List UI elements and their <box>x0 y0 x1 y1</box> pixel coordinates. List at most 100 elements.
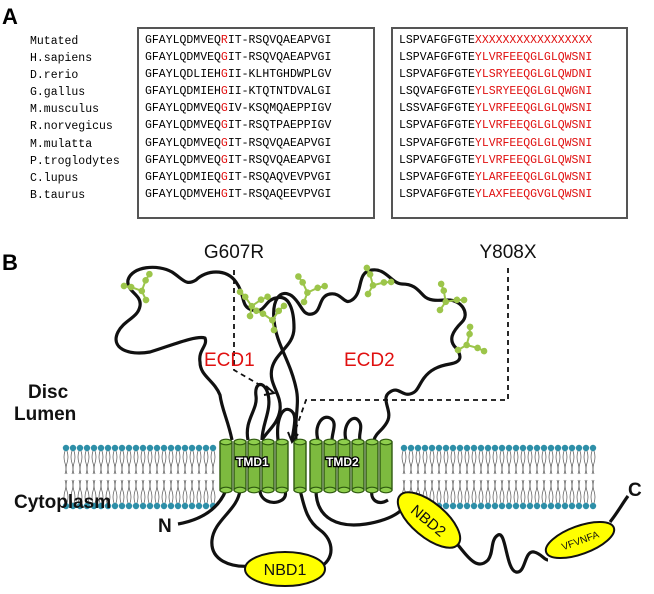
lipid-upper <box>146 444 154 475</box>
lipid-upper <box>76 444 84 475</box>
alignment-row-g607: GFAYLQDMVEQGIT-RSQVQAEAPVGI <box>145 49 373 66</box>
alignment-row-g607: GFAYLQDMVEQGIT-RSQVQAEAPVGI <box>145 152 373 169</box>
lipid-upper <box>132 444 140 475</box>
lumen-label: Lumen <box>14 404 76 425</box>
lipid-lower <box>512 479 520 510</box>
n-terminal-tail <box>177 489 228 526</box>
lipid-lower <box>477 479 485 510</box>
g607r-pointer <box>233 270 273 393</box>
lipid-upper <box>97 444 105 475</box>
mutation-residue: G <box>220 51 228 65</box>
tm-helix-cap <box>379 438 393 446</box>
seq-after: II-KLHTGHDWPLGV <box>227 68 332 82</box>
lipid-upper <box>484 444 492 475</box>
tm-helix-cap <box>351 486 365 494</box>
tm-helix-cap <box>293 486 307 494</box>
lipid-lower <box>526 479 534 510</box>
lipid-upper <box>69 444 77 475</box>
alignment-row-y808: LSPVAFGFGTEYLARFEEQGLGLQWSNI <box>399 169 626 186</box>
seq-after: IT-RSQTPAEPPIGV <box>227 119 332 133</box>
lipid-upper <box>414 444 422 475</box>
lipid-lower <box>575 479 583 510</box>
lipid-upper <box>442 444 450 475</box>
n-terminus-label: N <box>158 516 172 537</box>
lipid-lower <box>132 479 140 510</box>
tmd1-label: TMD1 <box>236 455 269 469</box>
species-name: H.sapiens <box>30 52 93 66</box>
tm-helix-cap <box>275 486 289 494</box>
seq-after: IT-RSQVQAEAPVGI <box>227 136 332 150</box>
lipid-lower <box>160 479 168 510</box>
seq-conserved: LSPVAFGFGTE <box>399 34 475 47</box>
seq-truncated: YLVRFEEQGLGLQWSNI <box>474 119 593 133</box>
species-name: R.norvegicus <box>30 120 113 134</box>
alignment-row-y808: LSSVAFGFGTEYLVRFEEQGLGLQWSNI <box>399 100 626 117</box>
mutation-label-g607r: G607R <box>204 242 264 263</box>
lipid-lower <box>442 479 450 510</box>
seq-conserved: LSPVAFGFGTE <box>399 170 475 184</box>
species-name: D.rerio <box>30 69 79 83</box>
seq-before: GFAYLQDMIEQ <box>145 170 221 184</box>
alignment-row-y808: LSQVAFGFGTEYLSRYEEQGLGLQWGNI <box>399 83 626 100</box>
seq-truncated: YLSRYEEQGLGLQWDNI <box>474 68 593 82</box>
alignment-row-g607: GFAYLQDMIEHGII-KTQTNTDVALGI <box>145 83 373 100</box>
seq-before: GFAYLQDMVEQ <box>145 136 221 150</box>
lipid-upper <box>519 444 527 475</box>
lipid-upper <box>561 444 569 475</box>
alignment-row-y808: LSPVAFGFGTEXXXXXXXXXXXXXXXXX <box>399 32 626 49</box>
seq-before: GFAYLQDLIEH <box>145 68 221 82</box>
mutation-residue: R <box>220 34 228 47</box>
c-terminus-label: C <box>628 480 642 501</box>
lipid-lower <box>449 479 457 510</box>
tm-helix-cap <box>219 438 233 446</box>
ecd2-small-loop-b <box>343 416 363 441</box>
seq-truncated: YLAXFEEQGVGLQWSNI <box>474 187 593 201</box>
lipid-upper <box>505 444 513 475</box>
species-name: C.lupus <box>30 171 79 185</box>
lipid-upper <box>435 444 443 475</box>
seq-before: GFAYLQDMIEH <box>145 85 221 99</box>
c-terminal-chain <box>456 495 630 574</box>
seq-after: IT-RSQVQAEAPVGI <box>227 153 332 167</box>
lipid-lower <box>111 479 119 510</box>
lipid-upper <box>568 444 576 475</box>
lipid-lower <box>146 479 154 510</box>
y808x-pointer <box>291 268 509 441</box>
lipid-lower <box>174 479 182 510</box>
ecd1-label: ECD1 <box>204 350 255 371</box>
tm-helix-cap <box>323 486 337 494</box>
motif-domain <box>544 520 616 560</box>
lipid-upper <box>174 444 182 475</box>
lipid-upper <box>125 444 133 475</box>
lipid-lower <box>139 479 147 510</box>
lipid-upper <box>512 444 520 475</box>
lipid-upper <box>533 444 541 475</box>
tm-helix-cap <box>219 486 233 494</box>
seq-after: IT-RSQVQAEAPVGI <box>227 51 332 65</box>
alignment-row-y808: LSPVAFGFGTEYLAXFEEQGVGLQWSNI <box>399 186 626 203</box>
tm-helix <box>275 441 289 491</box>
lipid-lower <box>125 479 133 510</box>
lipid-upper <box>160 444 168 475</box>
lipid-upper <box>209 444 217 475</box>
species-name: G.gallus <box>30 86 86 100</box>
alignment-row-g607: GFAYLQDMVEHGIT-RSQAQEEVPVGI <box>145 186 373 203</box>
ecd1-small-loop-b <box>276 407 297 441</box>
lipid-lower <box>554 479 562 510</box>
alignment-row-y808: LSPVAFGFGTEYLSRYEEQGLGLQWDNI <box>399 66 626 83</box>
cytoplasm-label: Cytoplasm <box>14 492 111 513</box>
lipid-lower <box>463 479 471 510</box>
lipid-lower <box>167 479 175 510</box>
seq-after: IT-RSQVQAEAPVGI <box>227 34 332 47</box>
lipid-upper <box>554 444 562 475</box>
lipid-upper <box>526 444 534 475</box>
lipid-upper <box>400 444 408 475</box>
tm-helix-cap <box>365 438 379 446</box>
g607r-arrowhead <box>263 385 277 396</box>
lipid-upper <box>118 444 126 475</box>
lipid-lower <box>561 479 569 510</box>
lipid-lower <box>498 479 506 510</box>
tmd-helices <box>219 438 393 494</box>
